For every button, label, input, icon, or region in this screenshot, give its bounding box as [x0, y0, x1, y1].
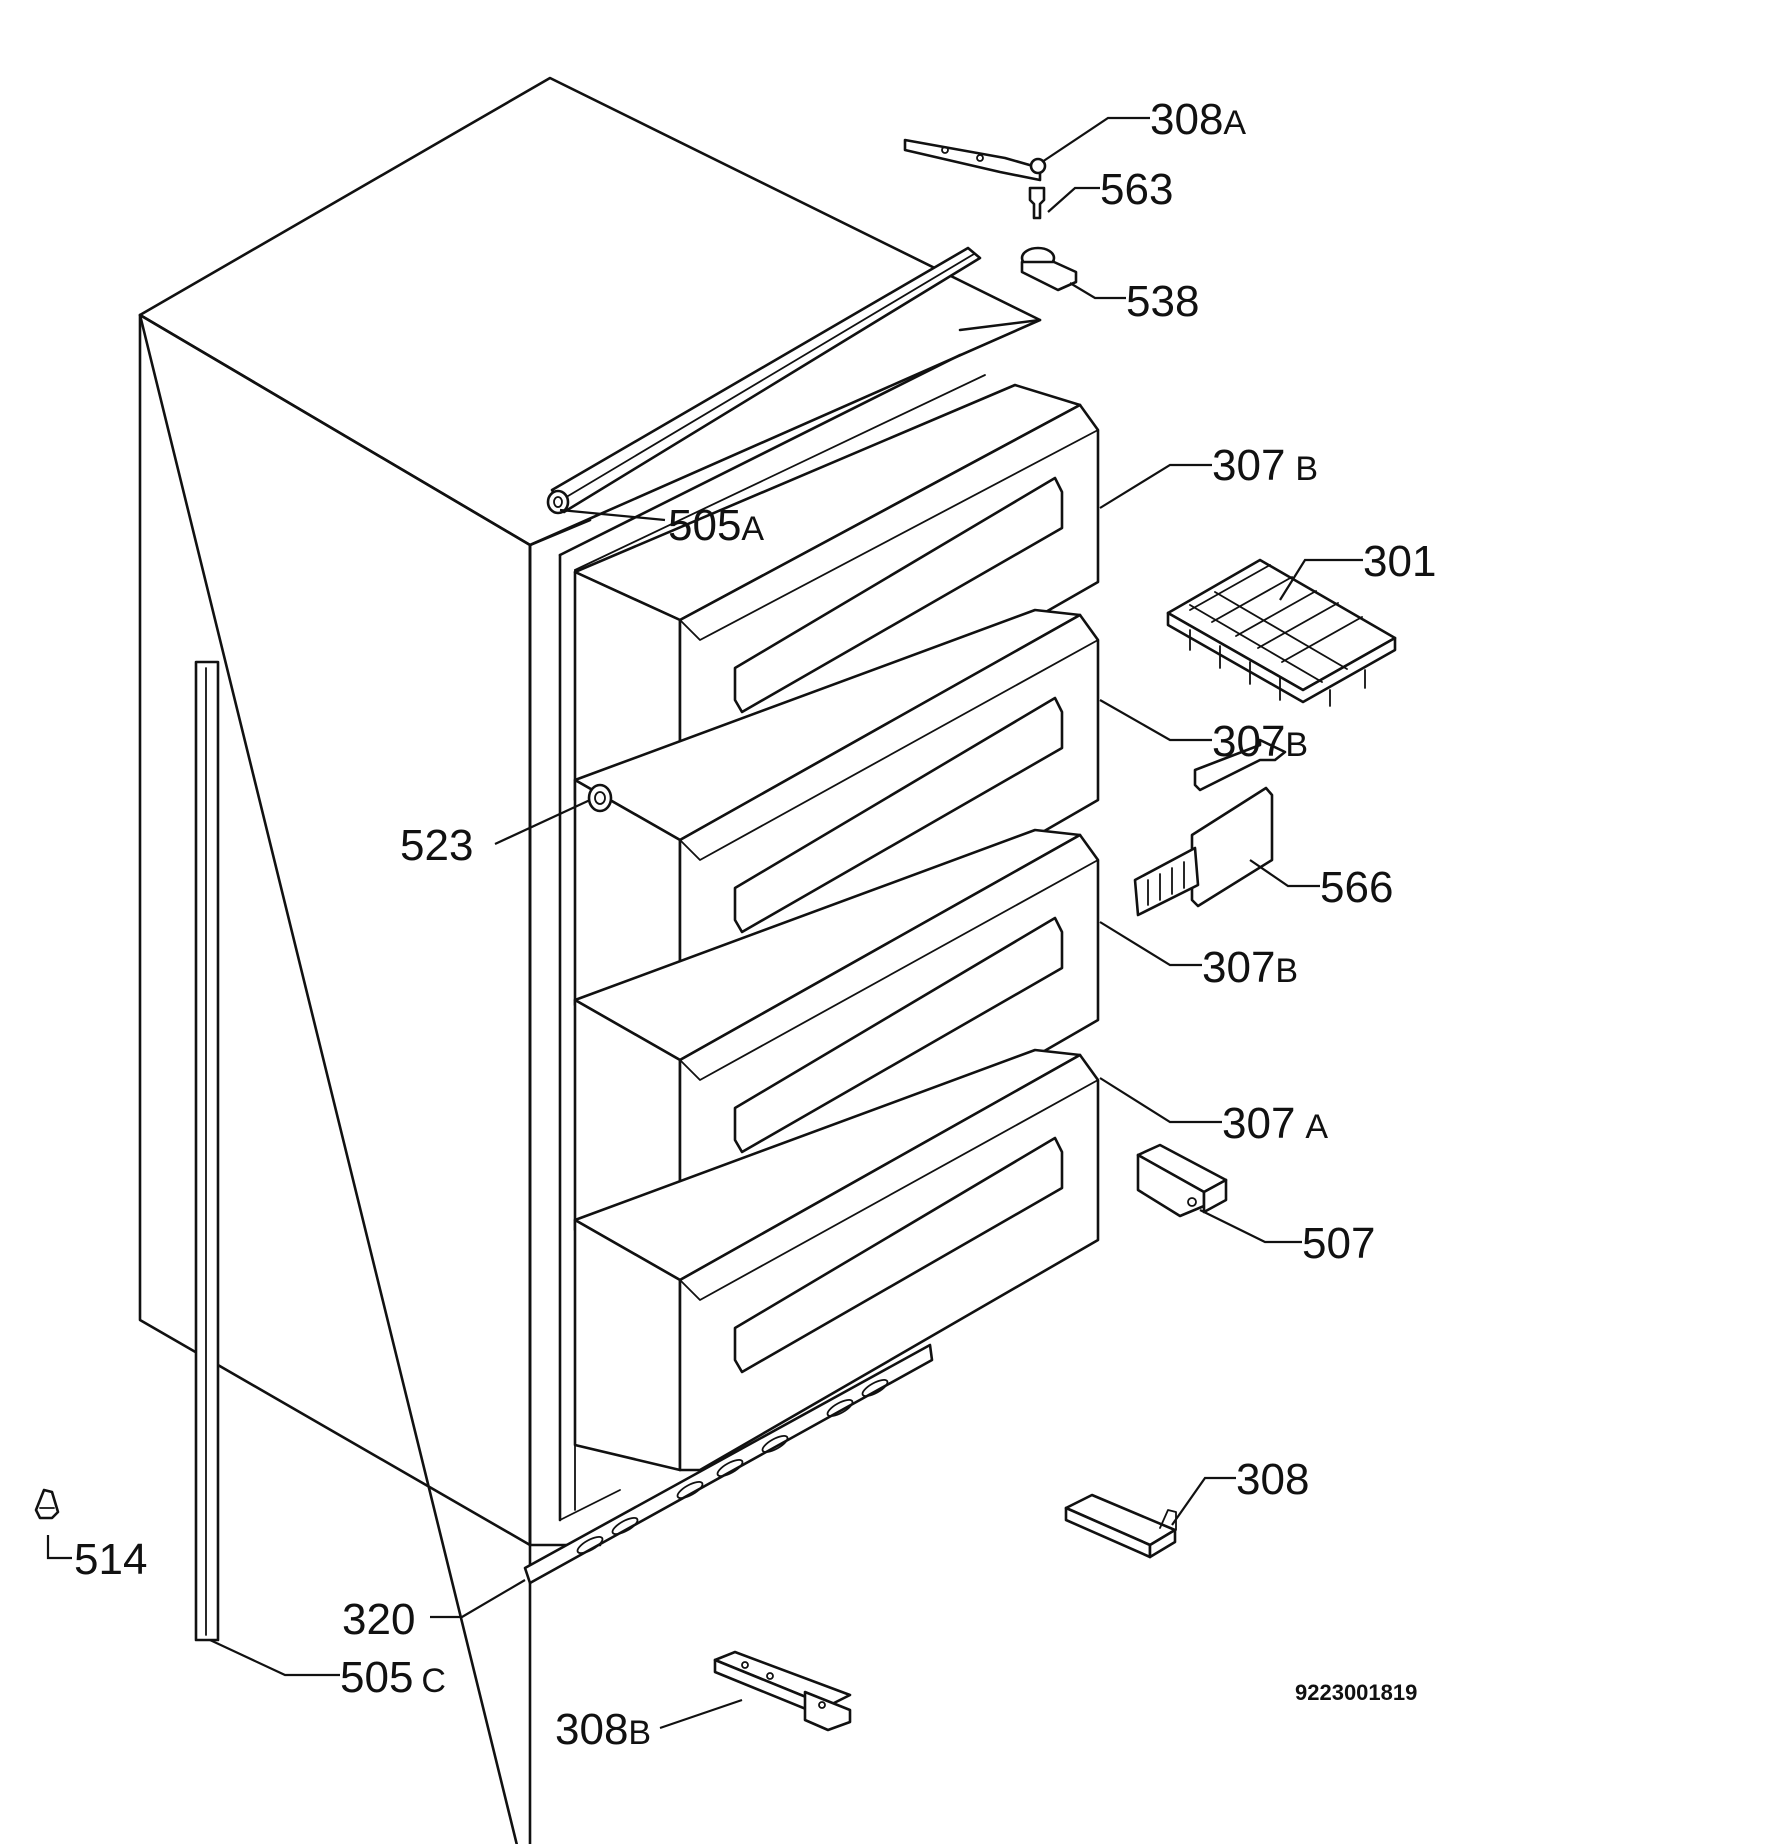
hinge-pin-563: [1028, 186, 1046, 220]
callout-307b-2: 307B: [1212, 717, 1308, 766]
drawer-307a-bottom: [573, 1048, 1100, 1472]
callout-523: 523: [400, 821, 473, 870]
top-door-seal-505a: [546, 246, 982, 515]
callout-538: 538: [1126, 277, 1199, 326]
leveling-foot-514: [34, 1488, 60, 1520]
hinge-cap-538: [1020, 246, 1078, 292]
callout-308a: 308A: [1150, 95, 1246, 144]
callout-308: 308: [1236, 1455, 1309, 1504]
callout-566: 566: [1320, 863, 1393, 912]
callout-507: 507: [1302, 1219, 1375, 1268]
callout-514: 514: [74, 1535, 147, 1584]
door-stop-507: [1136, 1143, 1228, 1218]
side-door-seal-505c: [194, 660, 220, 1642]
drawing-number: 9223001819: [1295, 1680, 1417, 1705]
leader-lines: [46, 116, 1363, 1730]
callout-505a: 505A: [668, 501, 764, 550]
door-catch-523: [587, 783, 613, 813]
callout-307b-3: 307B: [1202, 943, 1298, 992]
freezer-cabinet: [138, 76, 1042, 1844]
hinge-308b: [713, 1650, 852, 1732]
plinth-rail-320: [523, 1343, 934, 1585]
callout-320: 320: [342, 1595, 415, 1644]
callout-301: 301: [1363, 537, 1436, 586]
hinge-308a: [903, 138, 1047, 182]
callout-563: 563: [1100, 165, 1173, 214]
callout-308b: 308B: [555, 1705, 651, 1754]
ice-scraper-566: [1133, 738, 1287, 917]
hinge-308: [1064, 1493, 1177, 1559]
ice-cube-tray-301: [1166, 558, 1397, 707]
